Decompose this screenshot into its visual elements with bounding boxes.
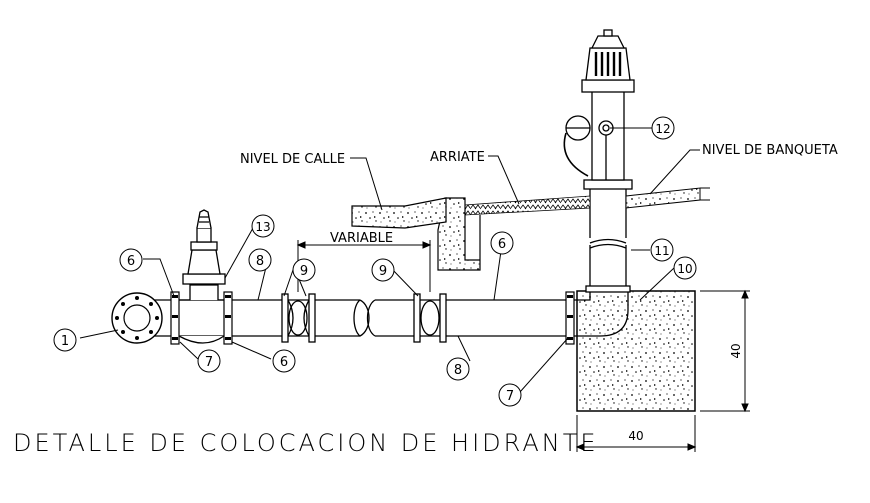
- svg-text:6: 6: [280, 355, 288, 370]
- callout-13: 13: [251, 214, 275, 238]
- callout-12: 12: [651, 116, 675, 140]
- main-pipe: [140, 299, 570, 337]
- callout-8b: 8: [446, 357, 470, 381]
- callout-11: 11: [650, 238, 674, 262]
- callout-8a: 8: [248, 248, 272, 272]
- svg-text:11: 11: [654, 244, 669, 258]
- callout-bubbles: 1 6 7 6 8 9 9 6: [53, 116, 697, 407]
- leader-lines: [79, 127, 700, 393]
- label-arriate: ARRIATE: [430, 150, 485, 165]
- pipe-couplings: [281, 293, 447, 343]
- svg-text:12: 12: [655, 122, 670, 136]
- svg-text:9: 9: [379, 264, 387, 279]
- label-nivel-banqueta: NIVEL DE BANQUETA: [702, 143, 838, 158]
- concrete-anchor-block: [576, 290, 696, 412]
- callout-1: 1: [53, 328, 77, 352]
- annotation-labels: NIVEL DE CALLE ARRIATE NIVEL DE BANQUETA…: [240, 143, 838, 443]
- label-nivel-calle: NIVEL DE CALLE: [240, 152, 345, 167]
- callout-9b: 9: [371, 258, 395, 282]
- svg-text:8: 8: [256, 254, 264, 269]
- gate-valve: [178, 209, 226, 344]
- pipe-elbow: [574, 285, 631, 337]
- label-variable: VARIABLE: [330, 231, 393, 246]
- callout-9a: 9: [292, 258, 316, 282]
- svg-text:6: 6: [498, 237, 506, 252]
- pipe-flange-end: [111, 292, 163, 344]
- callout-10: 10: [673, 256, 697, 280]
- svg-text:1: 1: [61, 334, 69, 349]
- callout-6a: 6: [119, 248, 143, 272]
- svg-text:13: 13: [255, 220, 270, 234]
- dimension-height-label: 40: [729, 343, 743, 358]
- dimension-lines: [296, 240, 750, 452]
- dimension-width-label: 40: [628, 429, 643, 443]
- callout-6b: 6: [272, 349, 296, 373]
- svg-text:10: 10: [677, 262, 692, 276]
- svg-text:7: 7: [205, 355, 213, 370]
- drawing-title: DETALLE DE COLOCACION DE HIDRANTE: [13, 429, 599, 457]
- svg-text:7: 7: [506, 389, 514, 404]
- callout-7b: 7: [498, 383, 522, 407]
- fire-hydrant: [563, 29, 635, 196]
- svg-text:6: 6: [127, 254, 135, 269]
- callout-6c: 6: [490, 231, 514, 255]
- hydrant-riser: [589, 196, 627, 286]
- ground-surface: [351, 187, 710, 271]
- svg-text:9: 9: [300, 264, 308, 279]
- callout-7a: 7: [197, 349, 221, 373]
- flange-bolts: [172, 295, 573, 340]
- svg-text:8: 8: [454, 363, 462, 378]
